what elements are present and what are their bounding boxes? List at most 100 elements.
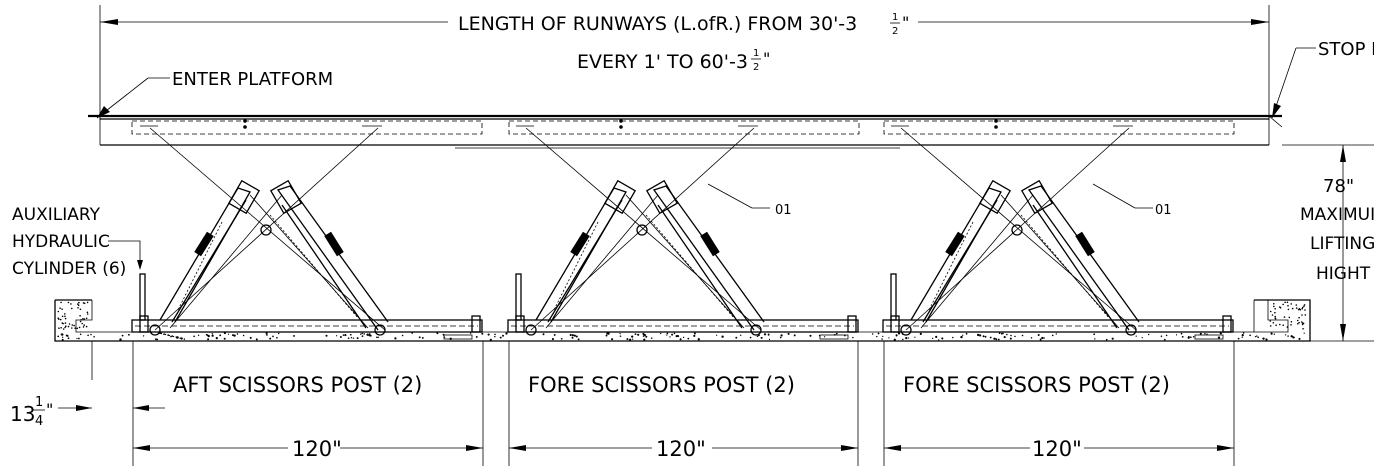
concrete-speck <box>1290 335 1293 338</box>
concrete-speck <box>779 336 782 339</box>
concrete-speck <box>168 334 171 337</box>
concrete-speck <box>673 332 676 335</box>
concrete-speck <box>366 333 369 336</box>
concrete-speck <box>749 336 752 339</box>
concrete-speck <box>79 320 82 323</box>
concrete-speck <box>215 336 218 340</box>
concrete-speck <box>418 336 421 339</box>
concrete-speck <box>60 301 62 304</box>
concrete-speck <box>606 332 609 335</box>
concrete-speck <box>1040 339 1042 341</box>
concrete-speck <box>1219 332 1222 335</box>
concrete-speck <box>905 336 908 340</box>
concrete-speck <box>780 334 783 337</box>
concrete-speck <box>59 318 62 321</box>
track-hatch-right <box>269 214 359 319</box>
concrete-speck <box>1303 305 1305 308</box>
concrete-speck <box>172 335 175 338</box>
pivot-block-left <box>227 179 261 215</box>
concrete-speck <box>66 334 69 337</box>
concrete-speck <box>401 334 404 337</box>
concrete-speck <box>1189 336 1192 339</box>
concrete-speck <box>61 338 64 341</box>
concrete-speck <box>339 336 342 338</box>
concrete-speck <box>68 323 71 325</box>
concrete-speck <box>394 337 397 340</box>
concrete-speck <box>1287 308 1290 311</box>
concrete-speck <box>542 333 545 336</box>
concrete-speck <box>1283 316 1286 318</box>
concrete-speck <box>1160 335 1163 338</box>
concrete-speck <box>1000 332 1003 335</box>
concrete-speck <box>993 337 996 340</box>
concrete-speck <box>293 334 295 337</box>
lift-arm-left-inner <box>171 199 247 323</box>
concrete-speck <box>1093 333 1095 336</box>
concrete-speck <box>70 303 72 305</box>
concrete-speck <box>61 315 64 318</box>
post-label-fore-2: FORE SCISSORS POST (2) <box>903 373 1170 397</box>
concrete-speck <box>965 332 968 335</box>
concrete-speck <box>1290 324 1292 326</box>
concrete-speck <box>1286 326 1289 328</box>
concrete-speck <box>494 335 496 338</box>
concrete-speck <box>679 338 682 341</box>
concrete-speck <box>893 338 896 341</box>
concrete-speck <box>997 338 1000 341</box>
concrete-speck <box>1301 314 1303 316</box>
concrete-speck <box>57 310 60 313</box>
cylinder-left <box>945 231 965 257</box>
concrete-speck <box>79 308 82 311</box>
concrete-speck <box>888 337 890 339</box>
concrete-speck <box>919 332 922 336</box>
concrete-speck <box>1287 304 1289 307</box>
concrete-speck <box>628 338 632 341</box>
concrete-speck <box>735 336 738 339</box>
concrete-speck <box>1301 307 1303 310</box>
concrete-speck <box>693 334 696 337</box>
spacing-1-label: 120" <box>292 437 342 461</box>
pivot-block-left <box>978 179 1012 215</box>
frac-num-2: 1 <box>753 48 759 59</box>
concrete-speck <box>907 337 910 339</box>
beam-pocket-1 <box>131 120 483 135</box>
frac-num-1: 1 <box>892 12 898 23</box>
concrete-speck <box>361 335 364 337</box>
concrete-speck <box>1199 332 1202 335</box>
concrete-speck <box>1291 307 1294 310</box>
concrete-speck <box>763 333 767 336</box>
arrowhead-right <box>1251 19 1269 25</box>
concrete-speck <box>223 337 226 340</box>
base-roller-left <box>900 324 912 336</box>
concrete-speck <box>605 334 608 337</box>
concrete-speck <box>170 335 172 338</box>
concrete-speck <box>171 335 174 337</box>
concrete-speck <box>1269 310 1272 313</box>
concrete-speck <box>67 301 70 304</box>
concrete-speck <box>1111 337 1114 340</box>
pivot-block-right <box>645 179 679 215</box>
concrete-speck <box>77 304 80 307</box>
cylinder-right <box>1075 231 1095 257</box>
concrete-speck <box>1021 334 1024 337</box>
concrete-speck <box>376 336 378 339</box>
concrete-speck <box>1094 338 1096 340</box>
concrete-speck <box>61 333 64 336</box>
concrete-speck <box>1303 304 1306 306</box>
concrete-speck <box>650 337 653 339</box>
concrete-speck <box>78 337 80 340</box>
scissor-assembly-2 <box>507 119 859 340</box>
concrete-speck <box>677 335 680 338</box>
concrete-speck <box>1279 306 1281 308</box>
part-label-01-b: 01 <box>1155 203 1172 218</box>
concrete-speck <box>176 337 178 339</box>
center-pivot <box>1011 224 1023 236</box>
concrete-speck <box>687 337 690 340</box>
concrete-speck <box>64 317 67 320</box>
aux-label-line1: AUXILIARY <box>12 205 101 225</box>
track-hatch-right <box>645 214 735 319</box>
aux-label-line3: CYLINDER (6) <box>12 259 126 279</box>
concrete-speck <box>377 336 379 338</box>
concrete-speck <box>76 337 78 340</box>
